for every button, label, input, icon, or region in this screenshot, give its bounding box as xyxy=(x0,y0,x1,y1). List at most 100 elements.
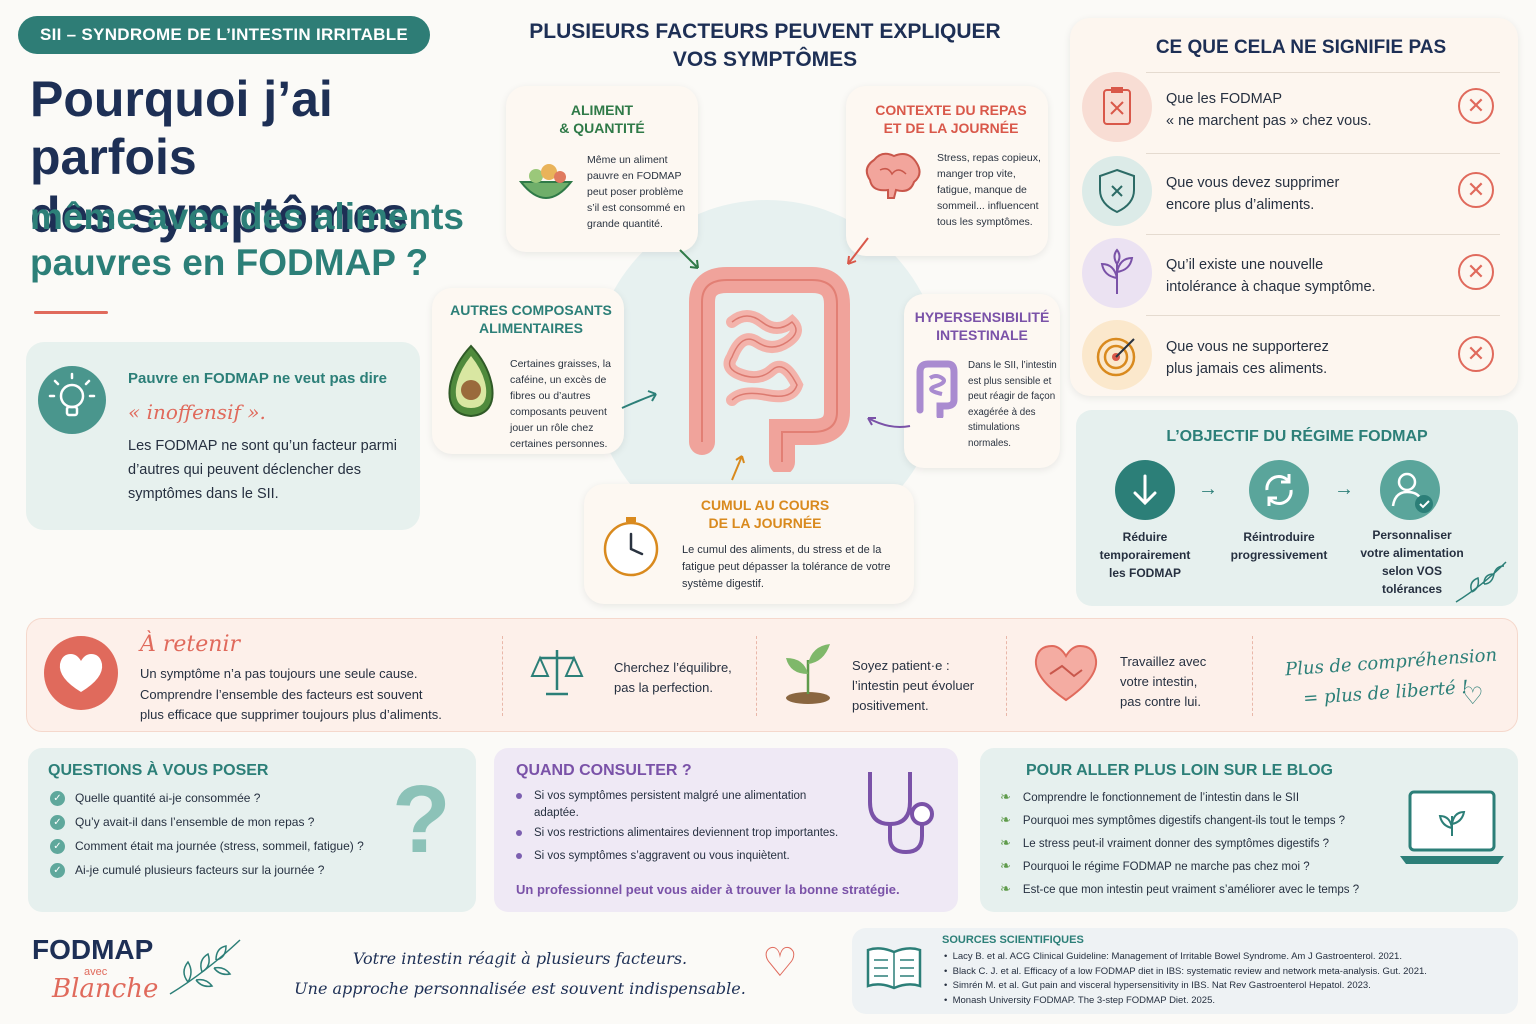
factor-title: CUMUL AU COURS DE LA JOURNÉE xyxy=(700,497,830,531)
divider xyxy=(1146,153,1500,154)
list-item: ✓Qu’y avait-il dans l’ensemble de mon re… xyxy=(50,810,364,834)
step-arrow: → xyxy=(1198,478,1218,500)
factor-title: CONTEXTE DU REPAS ET DE LA JOURNÉE xyxy=(875,102,1027,136)
factor-title: ALIMENT & QUANTITÉ xyxy=(559,102,645,136)
list-item: ✓Ai-je cumulé plusieurs facteurs sur la … xyxy=(50,858,364,882)
brand-name: FODMAP xyxy=(32,934,154,965)
retenir-panel xyxy=(26,618,1518,732)
leaf-icon: ❧ xyxy=(1000,789,1011,804)
tip-balance: Cherchez l’équilibre,pas la perfection. xyxy=(614,660,732,695)
avocado-icon xyxy=(444,344,498,418)
check-icon: ✓ xyxy=(50,815,65,831)
list-item[interactable]: ❧Est-ce que mon intestin peut vraiment s… xyxy=(1000,878,1359,901)
small-heart-icon: ♡ xyxy=(1462,683,1484,710)
questions-list: ✓Quelle quantité ai-je consommée ? ✓Qu’y… xyxy=(50,786,364,882)
list-item[interactable]: ❧Pourquoi mes symptômes digestifs change… xyxy=(1000,809,1359,832)
leaf-icon: ❧ xyxy=(1000,858,1011,873)
factor-text: Même un aliment pauvre en FODMAP peut po… xyxy=(587,154,686,230)
divider xyxy=(1146,315,1500,316)
target-icon xyxy=(1082,320,1152,390)
lightbulb-icon xyxy=(38,366,106,434)
user-check-icon xyxy=(1380,460,1440,520)
factors-heading: PLUSIEURS FACTEURS PEUVENT EXPLIQUER VOS… xyxy=(529,20,1001,71)
retenir-text: Un symptôme n’a pas toujours une seule c… xyxy=(140,666,442,722)
divider xyxy=(1252,636,1253,716)
topic-tag: SII – SYNDROME DE L’INTESTIN IRRITABLE xyxy=(18,16,430,54)
sources-panel xyxy=(852,928,1518,1014)
step-arrow: → xyxy=(1334,478,1354,500)
list-item: Si vos symptômes s’aggravent ou vous inq… xyxy=(516,848,838,865)
refresh-icon xyxy=(1249,460,1309,520)
objective-heading: L’OBJECTIF DU RÉGIME FODMAP xyxy=(1166,428,1428,445)
leaf-icon: ❧ xyxy=(1000,812,1011,827)
sources-list: • Lacy B. et al. ACG Clinical Guideline:… xyxy=(944,950,1427,1008)
blog-heading: POUR ALLER PLUS LOIN SUR LE BLOG xyxy=(1026,762,1333,779)
x-icon: ✕ xyxy=(1458,336,1494,372)
low-fodmap-emphasis: « inoffensif ». xyxy=(128,400,266,424)
clipboard-x-icon xyxy=(1082,72,1152,142)
clock-icon xyxy=(598,514,664,580)
sprout-icon xyxy=(780,634,836,706)
list-item: • Monash University FODMAP. The 3-step F… xyxy=(944,994,1216,1006)
sources-heading: SOURCES SCIENTIFIQUES xyxy=(942,934,1084,946)
factor-text: Certaines graisses, la caféine, un excès… xyxy=(510,358,611,450)
intestine-icon xyxy=(914,360,960,420)
divider xyxy=(1146,234,1500,235)
x-icon: ✕ xyxy=(1458,254,1494,290)
heart-handshake-icon xyxy=(1030,640,1102,704)
question-mark-icon: ? xyxy=(392,766,451,873)
leaf-icon: ❧ xyxy=(1000,881,1011,896)
factor-title: HYPERSENSIBILITÉ INTESTINALE xyxy=(914,309,1050,343)
factor-text: Dans le SII, l’intestin est plus sensibl… xyxy=(968,360,1057,449)
branch-icon xyxy=(166,932,246,998)
brain-icon xyxy=(860,150,924,200)
heart-icon xyxy=(44,636,118,710)
factor-card-food-quantity xyxy=(506,86,698,252)
questions-heading: QUESTIONS À VOUS POSER xyxy=(48,762,269,779)
list-item[interactable]: ❧Pourquoi le régime FODMAP ne marche pas… xyxy=(1000,855,1359,878)
divider xyxy=(756,636,757,716)
check-icon: ✓ xyxy=(50,863,65,879)
consult-panel xyxy=(494,748,958,912)
not-mean-item: Que les FODMAP« ne marchent pas » chez v… xyxy=(1082,72,1502,152)
plant-icon xyxy=(1082,238,1152,308)
brand-avec: avec xyxy=(84,966,108,978)
list-item: • Simrén M. et al. Gut pain and visceral… xyxy=(944,980,1371,991)
factor-arrows xyxy=(621,237,911,481)
factor-card-hypersensitivity xyxy=(904,294,1060,468)
divider xyxy=(1146,72,1500,73)
list-item: ✓Quelle quantité ai-je consommée ? xyxy=(50,786,364,810)
low-fodmap-heading: Pauvre en FODMAP ne veut pas dire xyxy=(128,370,387,387)
list-item: • Black C. J. et al. Efficacy of a low F… xyxy=(944,965,1427,977)
low-fodmap-text: Les FODMAP ne sont qu’un facteur parmi d… xyxy=(128,438,397,502)
consult-list: Si vos symptômes persistent malgré une a… xyxy=(516,788,838,865)
arrow-down-icon xyxy=(1115,460,1175,520)
list-item[interactable]: ❧Le stress peut-il vraiment donner des s… xyxy=(1000,832,1359,855)
questions-panel xyxy=(28,748,476,912)
list-item: adaptée. xyxy=(534,807,579,819)
intestine-illustration xyxy=(672,262,862,475)
salad-bowl-icon xyxy=(516,152,576,212)
leaf-sprig-icon xyxy=(1452,556,1512,606)
list-item: ✓Comment était ma journée (stress, somme… xyxy=(50,834,364,858)
factor-title: AUTRES COMPOSANTS ALIMENTAIRES xyxy=(450,302,612,336)
list-item: • Lacy B. et al. ACG Clinical Guideline:… xyxy=(944,951,1402,962)
list-item: Si vos restrictions alimentaires devienn… xyxy=(516,825,838,842)
list-item[interactable]: ❧Comprendre le fonctionnement de l’intes… xyxy=(1000,786,1359,809)
brand-signature: Blanche xyxy=(52,974,159,1004)
factor-text: Le cumul des aliments, du stress et de l… xyxy=(682,544,891,590)
heart-outline-icon: ♡ xyxy=(762,941,798,985)
shield-x-icon xyxy=(1082,156,1152,226)
footer-quote: Votre intestin réagit à plusieurs facteu… xyxy=(294,949,746,998)
scale-icon xyxy=(528,644,586,698)
x-icon: ✕ xyxy=(1458,88,1494,124)
check-icon: ✓ xyxy=(50,839,65,855)
leaf-icon: ❧ xyxy=(1000,835,1011,850)
x-icon: ✕ xyxy=(1458,172,1494,208)
laptop-icon xyxy=(1398,786,1506,870)
